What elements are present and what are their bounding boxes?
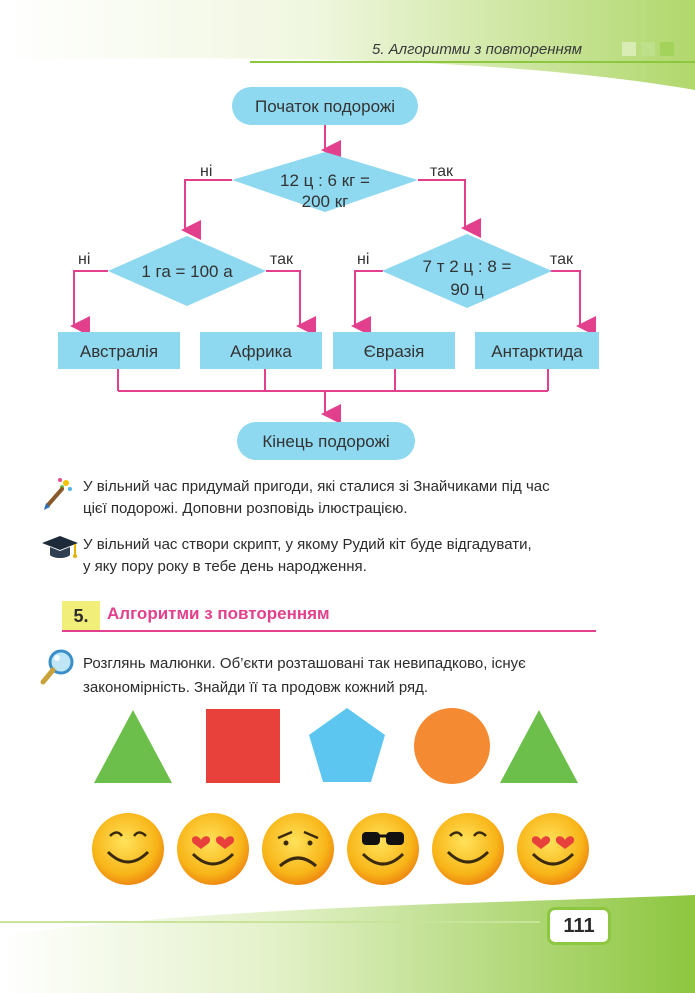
task-line: У вільний час придумай пригоди, які стал… <box>83 478 550 495</box>
section-underline <box>62 630 596 632</box>
running-title: 5. Алгоритми з повторенням <box>372 41 583 58</box>
task-paragraph: У вільний час придумай пригоди, які стал… <box>83 476 623 520</box>
section-title: Алгоритми з повторенням <box>107 604 330 623</box>
outcome-label: Євразія <box>364 342 425 361</box>
outcome-box <box>58 332 180 369</box>
smiley-heart-eyes <box>517 813 589 885</box>
decision-right-yes: так <box>550 251 574 268</box>
decision-left <box>108 236 266 306</box>
shape-pentagon <box>309 708 385 782</box>
smiley-sad <box>262 813 334 885</box>
task-line: цієї подорожі. Доповни розповідь ілюстра… <box>83 500 408 517</box>
smiley-sunglasses <box>347 813 419 885</box>
smiley-heart-eyes <box>177 813 249 885</box>
decision-main-line2: 200 кг <box>302 192 349 211</box>
start-label: Початок подорожі <box>255 97 395 116</box>
outcome-box <box>333 332 455 369</box>
outcome-label: Австралія <box>80 342 158 361</box>
footer-band <box>0 895 695 993</box>
exercise-line: Розглянь малюнки. Об’єкти розташовані та… <box>83 655 526 672</box>
outcome-label: Африка <box>230 342 292 361</box>
task-paragraph: У вільний час створи скрипт, у якому Руд… <box>83 534 623 578</box>
decision-main-no: ні <box>200 163 212 180</box>
shape-square <box>206 709 280 783</box>
decision-main-yes: так <box>430 163 454 180</box>
decision-main-line1: 12 ц : 6 кг = <box>280 171 370 190</box>
page-number: 111 <box>547 907 611 945</box>
shapes-row <box>94 708 578 784</box>
paint-brush-icon <box>44 478 72 510</box>
flowchart: Початок подорожі 12 ц : 6 кг = 200 кг ні… <box>58 87 599 460</box>
end-terminal <box>237 422 415 460</box>
pattern-rows <box>92 708 589 885</box>
decision-left-text: 1 га = 100 а <box>141 262 233 281</box>
task-line: У вільний час створи скрипт, у якому Руд… <box>83 536 532 553</box>
graduation-cap-icon <box>42 536 78 558</box>
decision-left-no: ні <box>78 251 90 268</box>
exercise-paragraph: Розглянь малюнки. Об’єкти розташовані та… <box>83 652 623 700</box>
outcome-box <box>475 332 599 369</box>
smiley-smile <box>92 813 164 885</box>
end-label: Кінець подорожі <box>262 432 389 451</box>
header-band <box>0 0 695 90</box>
section-number: 5. <box>62 601 100 631</box>
outcome-box <box>200 332 322 369</box>
decision-right-line2: 90 ц <box>450 280 484 299</box>
outcome-label: Антарктида <box>491 342 583 361</box>
decision-right-line1: 7 т 2 ц : 8 = <box>423 257 512 276</box>
start-terminal <box>232 87 418 125</box>
shape-triangle <box>94 710 172 783</box>
smiley-smile <box>432 813 504 885</box>
exercise-line: закономірність. Знайди її та продовж кож… <box>83 679 429 696</box>
decision-right <box>382 234 552 308</box>
shape-triangle <box>500 710 578 783</box>
magnifier-icon <box>40 649 74 685</box>
decision-main <box>232 152 418 212</box>
decision-right-no: ні <box>357 251 369 268</box>
shape-circle <box>414 708 490 784</box>
task-line: у яку пору року в тебе день народження. <box>83 558 367 575</box>
decision-left-yes: так <box>270 251 294 268</box>
